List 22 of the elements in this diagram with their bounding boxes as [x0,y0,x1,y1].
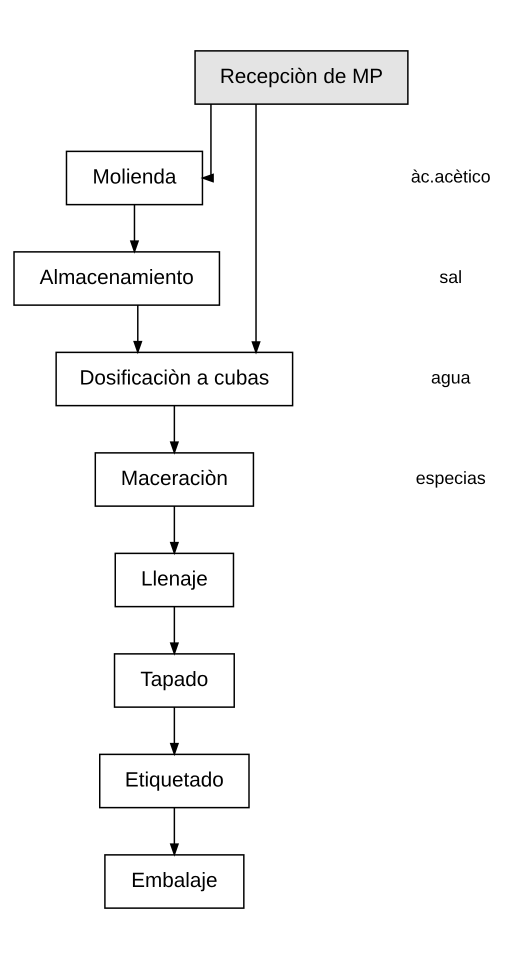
arrow [200,104,214,182]
arrow [170,405,180,454]
node-box: Recepciòn de MP [194,50,409,104]
node-box: Llenaje [114,552,234,607]
node-box: Almacenamiento [13,250,220,306]
node-box: Etiquetado [99,753,250,808]
node-box: Molienda [66,150,204,205]
node-box: Embalaje [104,854,245,908]
label: àc.acètico [410,166,491,186]
arrow [170,506,180,555]
arrow [170,706,180,756]
label: sal [439,266,462,287]
node-box: Maceraciòn [94,452,254,506]
node-box: Tapado [114,652,235,708]
label: agua [431,367,470,388]
label: especias [416,468,486,488]
node-box: Dosificaciòn a cubas [55,351,294,406]
arrow [251,104,261,354]
arrow [130,204,140,254]
arrow [170,606,180,656]
arrow [170,807,180,856]
arrow [133,304,142,354]
